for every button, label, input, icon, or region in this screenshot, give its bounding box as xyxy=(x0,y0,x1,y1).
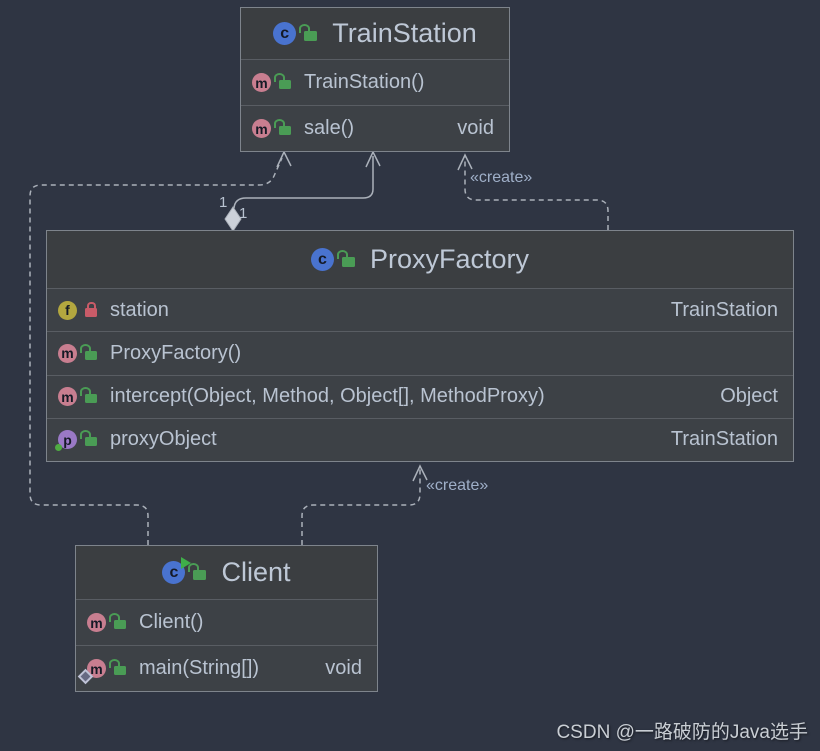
multiplicity-label: 1 xyxy=(219,194,228,211)
member-name: station xyxy=(110,298,169,321)
member-type: TrainStation xyxy=(670,428,778,451)
field-icon: f xyxy=(58,300,77,320)
runnable-class-icon: c xyxy=(162,557,192,584)
edge-client-to-trainstation-create[interactable] xyxy=(29,150,292,545)
class-name: TrainStation xyxy=(332,18,477,48)
public-lock-icon xyxy=(188,562,207,580)
member-row-constructor[interactable]: m TrainStation() xyxy=(241,59,509,105)
public-lock-icon xyxy=(80,343,97,360)
member-row-constructor[interactable]: m Client() xyxy=(76,599,377,645)
member-type: void xyxy=(325,657,362,679)
entrypoint-method-icon: m xyxy=(87,659,106,678)
public-lock-icon xyxy=(109,613,126,629)
member-row-main[interactable]: m main(String[]) void xyxy=(76,645,377,691)
class-name: ProxyFactory xyxy=(369,244,530,274)
member-type: TrainStation xyxy=(670,298,778,321)
method-icon: m xyxy=(252,119,271,138)
member-name: TrainStation() xyxy=(304,71,425,93)
public-lock-icon xyxy=(336,249,355,267)
csdn-watermark: CSDN @一路破防的Java选手 xyxy=(556,722,808,743)
edge-proxyfactory-to-trainstation-aggregation[interactable] xyxy=(224,150,381,232)
class-icon: c xyxy=(310,248,334,271)
class-node-trainstation[interactable]: c TrainStation m TrainStation() m sale()… xyxy=(240,7,510,152)
public-lock-icon xyxy=(274,119,291,135)
private-lock-icon xyxy=(85,301,97,317)
multiplicity-label: 1 xyxy=(239,205,248,222)
class-header[interactable]: c Client xyxy=(76,546,377,599)
public-lock-icon xyxy=(109,659,126,675)
property-icon: p xyxy=(55,430,77,452)
public-lock-icon xyxy=(80,387,97,404)
member-row-intercept[interactable]: m intercept(Object, Method, Object[], Me… xyxy=(47,374,793,418)
method-icon: m xyxy=(87,613,106,632)
member-name: main(String[]) xyxy=(139,657,260,679)
member-name: sale() xyxy=(304,117,355,139)
edge-client-to-proxyfactory-create[interactable] xyxy=(301,464,428,545)
method-icon: m xyxy=(58,343,77,363)
member-row-station[interactable]: f station TrainStation xyxy=(47,288,793,332)
public-lock-icon xyxy=(299,23,318,41)
member-type: void xyxy=(457,117,494,139)
class-name: Client xyxy=(221,557,291,587)
member-name: ProxyFactory() xyxy=(110,341,242,364)
class-node-client[interactable]: c Client m Client() m main(String[]) voi… xyxy=(75,545,378,692)
create-stereotype-label: «create» xyxy=(426,477,489,494)
member-row-constructor[interactable]: m ProxyFactory() xyxy=(47,331,793,375)
member-row-sale[interactable]: m sale() void xyxy=(241,105,509,151)
class-header[interactable]: c TrainStation xyxy=(241,8,509,59)
member-row-proxyobject[interactable]: p proxyObject TrainStation xyxy=(47,417,793,461)
class-node-proxyfactory[interactable]: c ProxyFactory f station TrainStation m … xyxy=(46,230,794,462)
member-name: proxyObject xyxy=(110,428,217,451)
create-stereotype-label: «create» xyxy=(470,169,533,186)
arrowhead-icon xyxy=(412,464,428,482)
public-lock-icon xyxy=(80,430,97,447)
class-icon: c xyxy=(273,22,297,45)
arrowhead-icon xyxy=(276,150,292,168)
arrowhead-icon xyxy=(365,150,381,168)
method-icon: m xyxy=(252,73,271,92)
member-type: Object xyxy=(720,385,778,408)
member-name: intercept(Object, Method, Object[], Meth… xyxy=(110,385,545,408)
class-header[interactable]: c ProxyFactory xyxy=(47,231,793,288)
member-name: Client() xyxy=(139,611,204,633)
edge-proxyfactory-to-trainstation-create[interactable] xyxy=(457,153,609,230)
arrowhead-icon xyxy=(457,153,473,171)
public-lock-icon xyxy=(274,73,291,89)
method-icon: m xyxy=(58,387,77,407)
